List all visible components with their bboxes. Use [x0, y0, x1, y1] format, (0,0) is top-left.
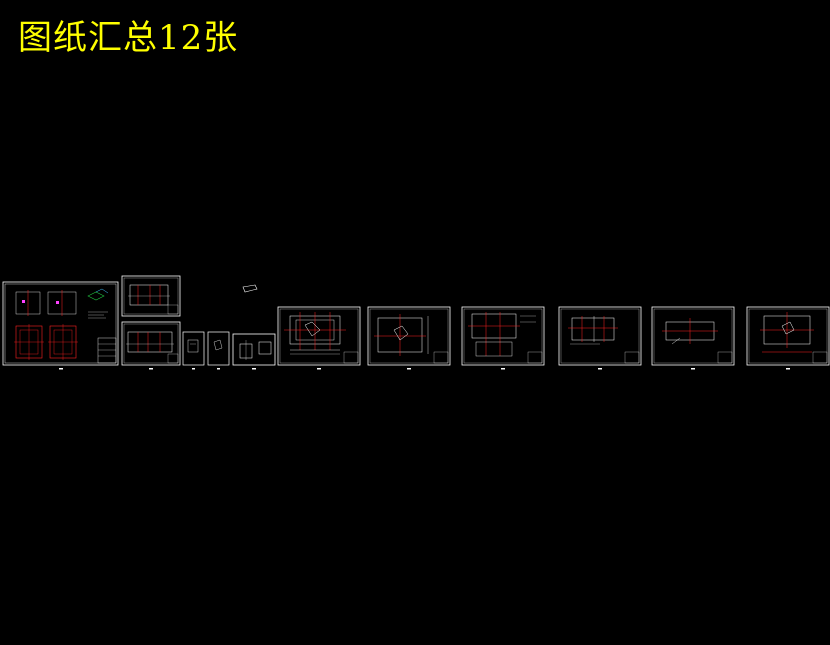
drawing-sheets-area[interactable]	[0, 260, 830, 380]
drawing-sheet[interactable]	[651, 306, 735, 370]
drawing-sheet[interactable]	[558, 306, 642, 370]
drawing-sheet[interactable]	[182, 331, 205, 370]
drawing-sheet[interactable]	[232, 284, 276, 370]
drawing-sheet[interactable]	[207, 331, 230, 370]
drawing-summary-title: 图纸汇总12张	[18, 18, 239, 58]
drawing-sheet[interactable]	[746, 306, 830, 370]
drawing-sheet[interactable]	[461, 306, 545, 370]
drawing-sheet[interactable]	[2, 281, 119, 370]
drawing-sheet[interactable]	[121, 275, 181, 317]
drawing-sheet[interactable]	[121, 321, 181, 370]
drawing-sheet[interactable]	[277, 306, 361, 370]
drawing-sheet[interactable]	[367, 306, 451, 370]
